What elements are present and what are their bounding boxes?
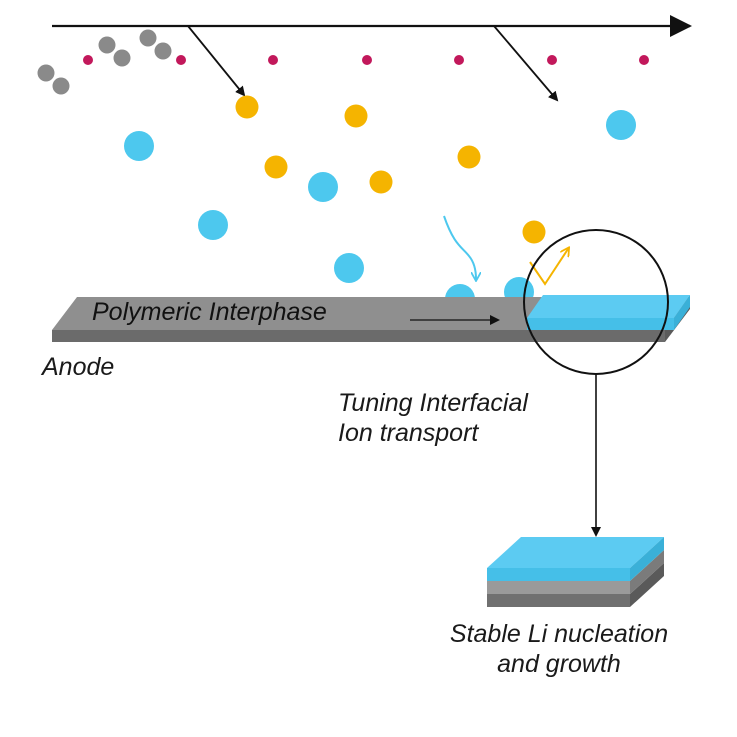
- tuning-label: Tuning Interfacial Ion transport: [338, 389, 528, 448]
- stable-label-line2: and growth: [497, 649, 621, 678]
- solvent-molecule: [113, 49, 131, 67]
- solvent-molecule: [37, 64, 55, 82]
- li-ions: [124, 110, 636, 314]
- li-ion: [124, 131, 154, 161]
- stack-top-side: [630, 537, 664, 581]
- reflection-arrow-icon: [529, 249, 568, 286]
- li-deposit: [527, 295, 690, 330]
- solvent-molecule: [139, 29, 157, 47]
- additive-dot: [83, 55, 93, 65]
- additive-dot: [362, 55, 372, 65]
- stable-label: Stable Li nucleation and growth: [424, 620, 694, 679]
- anion: [369, 170, 393, 194]
- li-deposit-front: [527, 318, 674, 330]
- additive-dot: [547, 55, 557, 65]
- tuning-label-line2: Ion transport: [338, 418, 479, 447]
- additive-dots: [83, 55, 649, 65]
- stack-middle-side: [630, 550, 664, 594]
- interphase-label: Polymeric Interphase: [92, 298, 327, 326]
- anion: [522, 220, 546, 244]
- anions: [235, 95, 546, 244]
- solvent-molecules: [37, 29, 172, 95]
- anode-label: Anode: [42, 353, 115, 381]
- diffusion-arrow-icon: [443, 215, 476, 279]
- li-ion: [308, 172, 338, 202]
- tuning-label-line1: Tuning Interfacial: [338, 389, 528, 417]
- li-ion: [334, 253, 364, 283]
- anion: [235, 95, 259, 119]
- stack-bottom-front: [487, 594, 630, 607]
- solvent-molecule: [52, 77, 70, 95]
- diagonal-arrow-right-icon: [493, 25, 559, 102]
- stack-bottom-side: [630, 563, 664, 607]
- stable-stack: [487, 537, 664, 607]
- anion: [344, 104, 368, 128]
- solvent-molecule: [98, 36, 116, 54]
- li-ion: [198, 210, 228, 240]
- stack-top-face: [487, 537, 664, 568]
- solvent-molecule: [154, 42, 172, 60]
- anion: [264, 155, 288, 179]
- li-deposit-side: [674, 295, 690, 330]
- li-deposit-top: [527, 295, 690, 318]
- stack-middle-front: [487, 581, 630, 594]
- stack-top-front: [487, 568, 630, 581]
- li-ion: [606, 110, 636, 140]
- additive-dot: [454, 55, 464, 65]
- diagonal-arrow-left-icon: [187, 25, 246, 97]
- stable-label-line1: Stable Li nucleation: [449, 620, 669, 648]
- anode-front-face: [52, 330, 665, 342]
- anion: [457, 145, 481, 169]
- additive-dot: [268, 55, 278, 65]
- additive-dot: [639, 55, 649, 65]
- additive-dot: [176, 55, 186, 65]
